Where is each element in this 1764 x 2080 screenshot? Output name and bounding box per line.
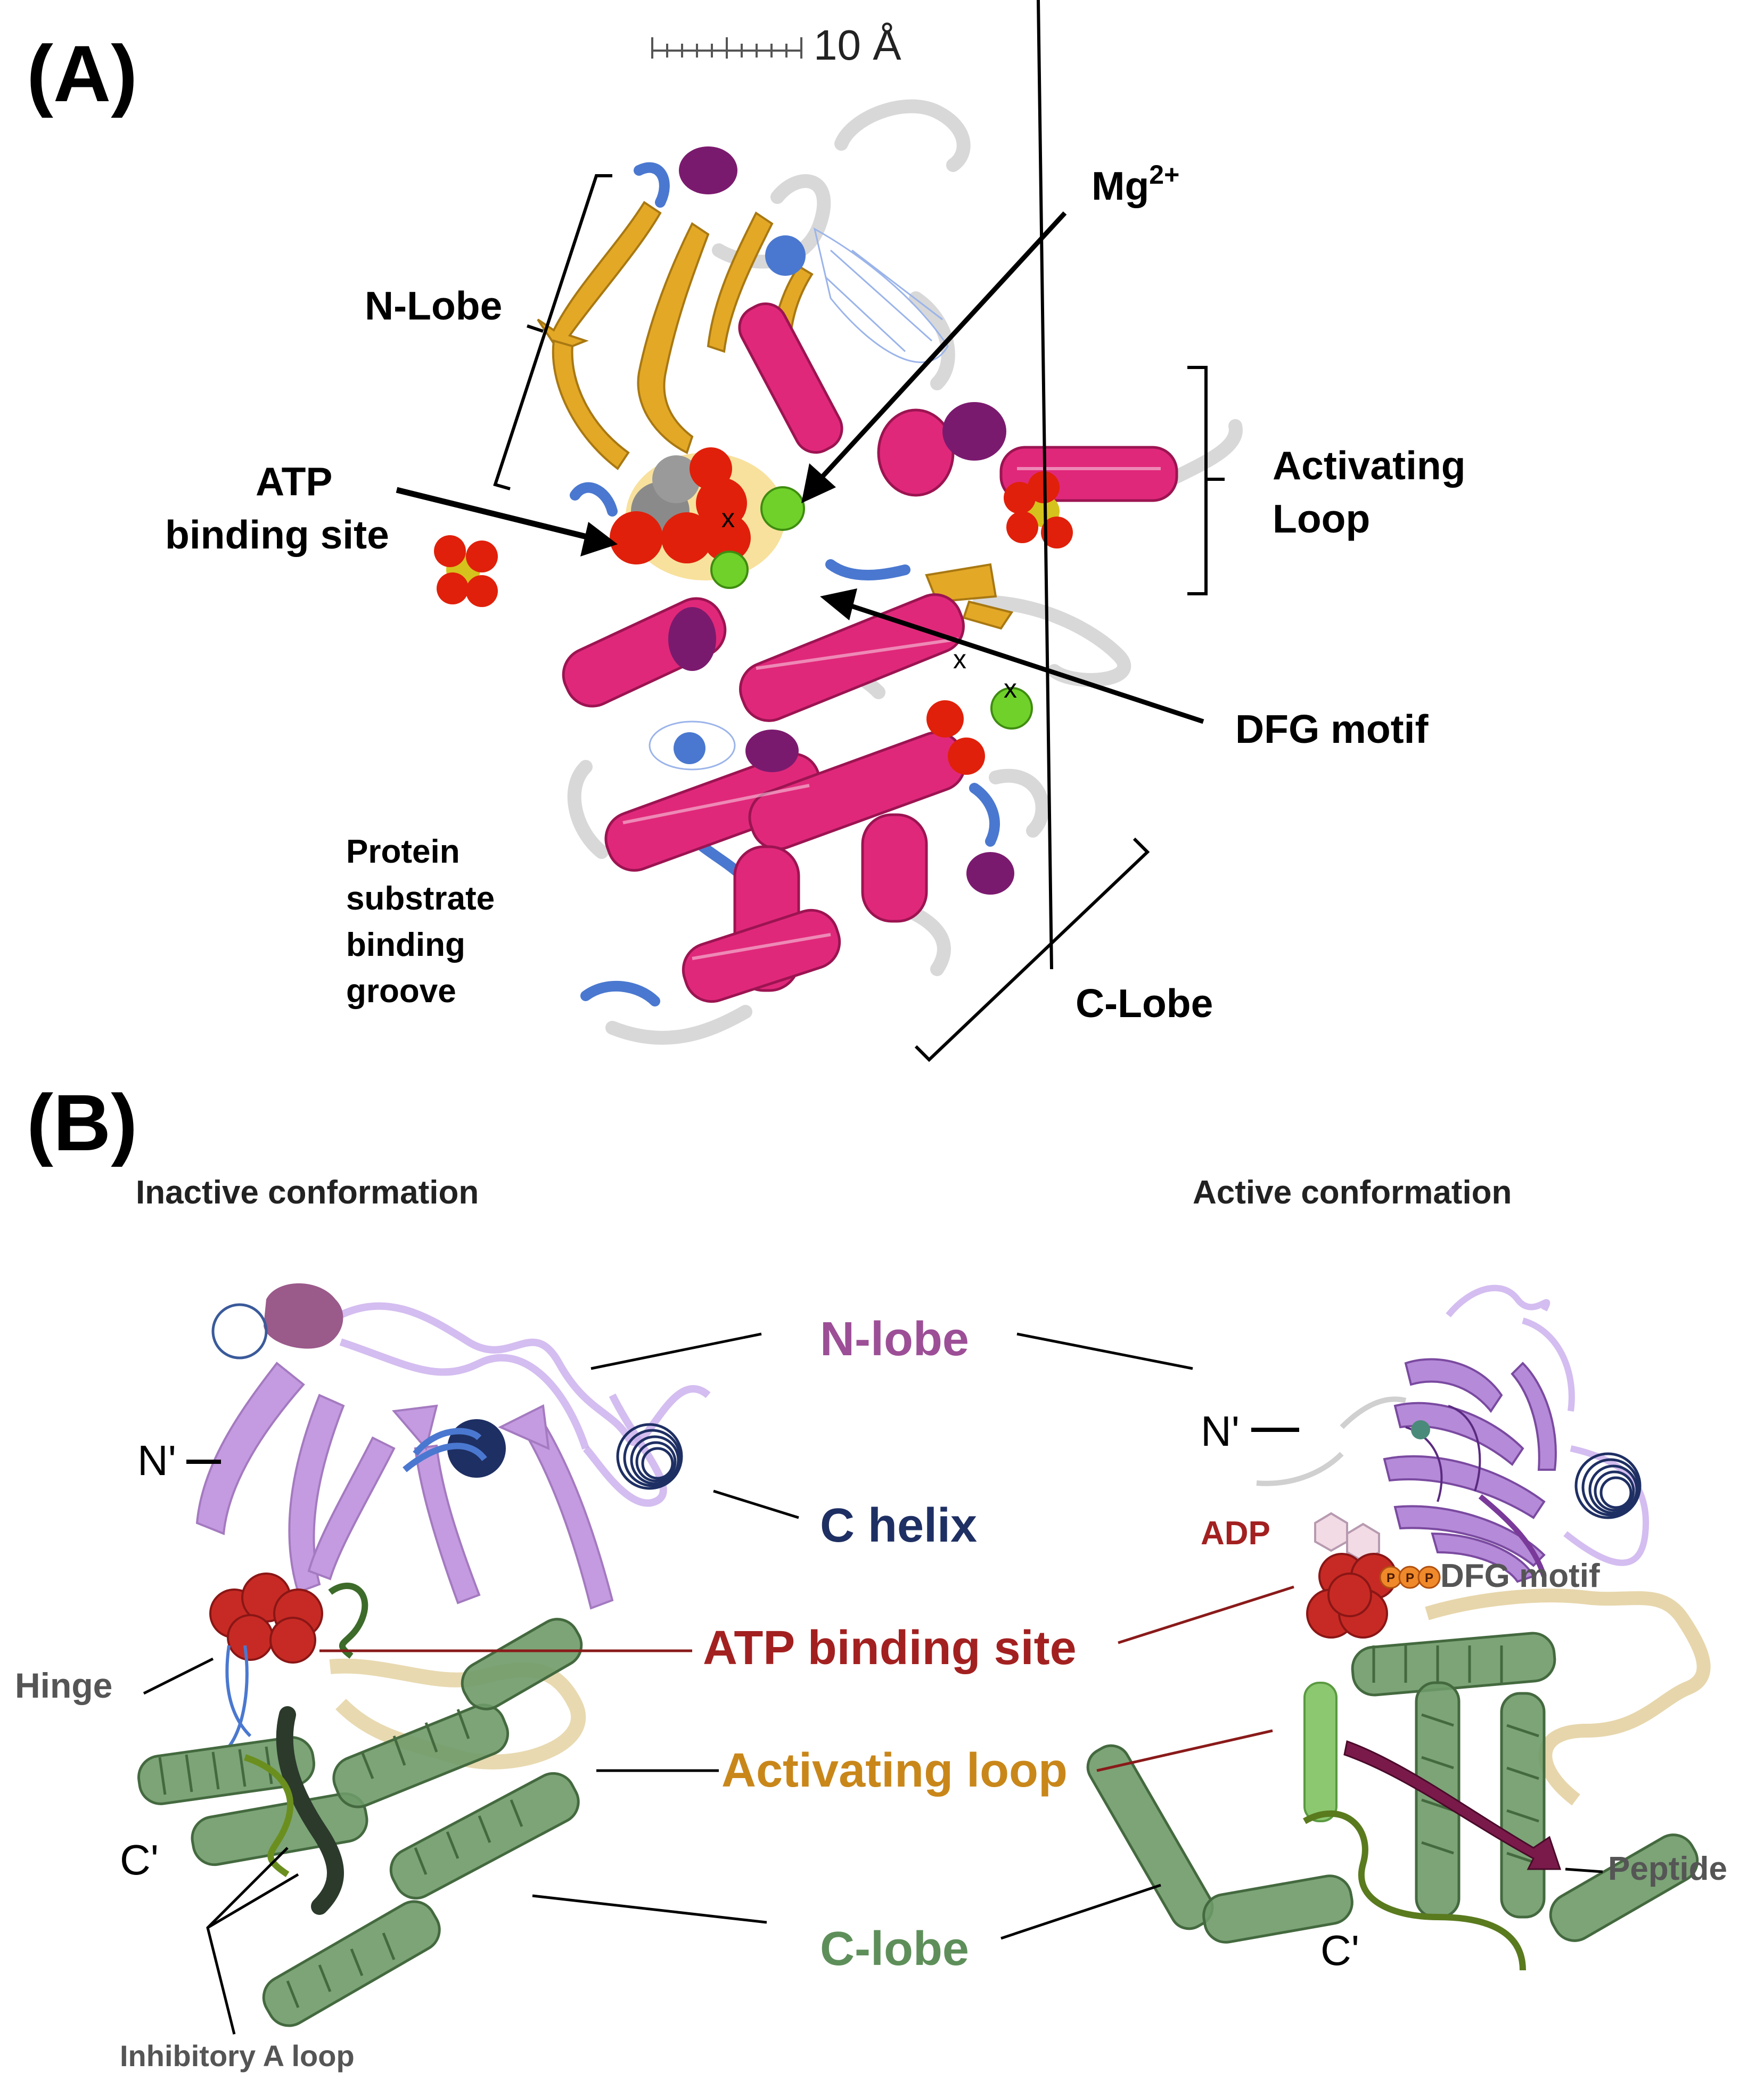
inhibitory-loop-pointer xyxy=(206,1847,299,2035)
inactive-nlobe-loops xyxy=(328,1302,711,1507)
mg-ions xyxy=(710,486,1033,730)
panel-b: (B) Inactive conformation Active conform… xyxy=(15,1078,1727,2073)
mesh-surfaces xyxy=(649,227,949,771)
sulfate-ion-right xyxy=(1004,471,1073,548)
peptide-label: Peptide xyxy=(1608,1850,1727,1887)
inactive-structure xyxy=(137,1283,711,2027)
active-nlobe-loops xyxy=(1446,1284,1650,1566)
center-activating-loop-label: Activating loop xyxy=(721,1744,1068,1797)
center-atp-site-label: ATP binding site xyxy=(703,1622,1077,1675)
oxygen-pair-lower xyxy=(926,700,985,775)
inactive-n-term-label: N' xyxy=(137,1437,176,1484)
active-activation-loop xyxy=(1425,1588,1711,1806)
svg-text:x: x xyxy=(1004,674,1017,703)
active-structure: P P P xyxy=(1086,1284,1711,1971)
svg-text:binding: binding xyxy=(346,927,465,963)
svg-text:x: x xyxy=(721,503,735,533)
inactive-nlobe-strands xyxy=(195,1362,614,1610)
activating-loop-label-line1: Activating xyxy=(1273,443,1466,488)
inactive-hinge-lines xyxy=(225,1645,252,1748)
helix-highlights xyxy=(622,467,1161,960)
active-light-helix xyxy=(1303,1682,1338,1822)
active-atp-blob xyxy=(1306,1553,1397,1639)
active-n-term-label: N' xyxy=(1201,1407,1240,1455)
sulfate-ion-left xyxy=(434,535,498,607)
inhibitory-loop-label: Inhibitory A loop xyxy=(120,2039,355,2073)
peptide xyxy=(1343,1740,1562,1870)
inactive-helix-ribs xyxy=(158,1709,523,2008)
nitrogen-sphere xyxy=(765,235,806,276)
atp-site-label-line2: binding site xyxy=(165,512,389,557)
panel-b-label: (B) xyxy=(27,1078,137,1167)
svg-text:substrate: substrate xyxy=(346,880,495,917)
scale-bar xyxy=(651,37,802,59)
svg-text:groove: groove xyxy=(346,973,456,1010)
substrate-groove-label: Protein substrate binding groove xyxy=(346,833,495,1010)
dfg-label: DFG motif xyxy=(1235,707,1429,751)
atp-arrow xyxy=(396,487,592,541)
active-c-term-label: C' xyxy=(1320,1927,1359,1974)
svg-text:P: P xyxy=(1425,1571,1433,1585)
mg-label: Mg2+ xyxy=(1092,160,1179,208)
panel-a-label: (A) xyxy=(27,29,137,118)
dfg-arrow xyxy=(846,602,1204,724)
inactive-conformation-title: Inactive conformation xyxy=(136,1174,479,1211)
blue-coil-segments xyxy=(570,162,1000,1006)
active-conformation-title: Active conformation xyxy=(1193,1174,1512,1211)
n-lobe-label: N-Lobe xyxy=(365,283,502,328)
c-lobe-label: C-Lobe xyxy=(1076,981,1213,1026)
activating-loop-label-line2: Loop xyxy=(1273,496,1370,541)
inactive-c-term-label: C' xyxy=(120,1836,159,1884)
inactive-cap-blob xyxy=(264,1283,343,1349)
active-helix-ribs xyxy=(1372,1645,1539,1865)
center-c-lobe-label: C-lobe xyxy=(820,1922,969,1976)
center-n-lobe-label: N-lobe xyxy=(820,1313,969,1366)
inactive-atp-blob xyxy=(209,1573,323,1664)
c-lobe-bracket xyxy=(914,837,1150,1062)
atp-site-label-line1: ATP xyxy=(256,459,332,504)
active-c-helix-coil xyxy=(1574,1452,1642,1519)
scale-bar-label: 10 Å xyxy=(814,21,901,69)
active-dfg-label: DFG motif xyxy=(1440,1558,1600,1594)
svg-text:P: P xyxy=(1406,1571,1414,1585)
atp-ligand-spheres xyxy=(610,447,785,580)
phosphate-group: P P P xyxy=(1379,1566,1441,1589)
beta-strands xyxy=(537,201,1014,630)
svg-text:Protein: Protein xyxy=(346,833,460,870)
center-label-lines xyxy=(319,1332,1294,1940)
svg-text:x: x xyxy=(953,644,966,674)
panel-a: (A) 10 Å xyxy=(27,0,1466,1062)
x-marks: x x x xyxy=(721,503,1017,703)
inactive-c-helix-coil xyxy=(616,1423,683,1490)
nitrogen-sphere-lower xyxy=(674,732,705,764)
svg-text:P: P xyxy=(1386,1571,1395,1585)
activating-loop-bracket xyxy=(1187,366,1208,595)
inactive-blue-loop xyxy=(211,1303,268,1360)
adp-label: ADP xyxy=(1201,1515,1270,1552)
inactive-inhibitory-loop xyxy=(276,1706,344,1915)
purple-turns xyxy=(668,146,1014,895)
active-clobe-helices xyxy=(1086,1632,1699,1944)
active-nlobe-strands xyxy=(1383,1358,1557,1583)
center-c-helix-label: C helix xyxy=(820,1499,977,1552)
n-lobe-bracket xyxy=(493,174,612,490)
protein-ribbon-structure: x x x xyxy=(434,99,1243,1045)
hinge-label: Hinge xyxy=(15,1666,112,1705)
mg-arrow xyxy=(818,211,1067,481)
